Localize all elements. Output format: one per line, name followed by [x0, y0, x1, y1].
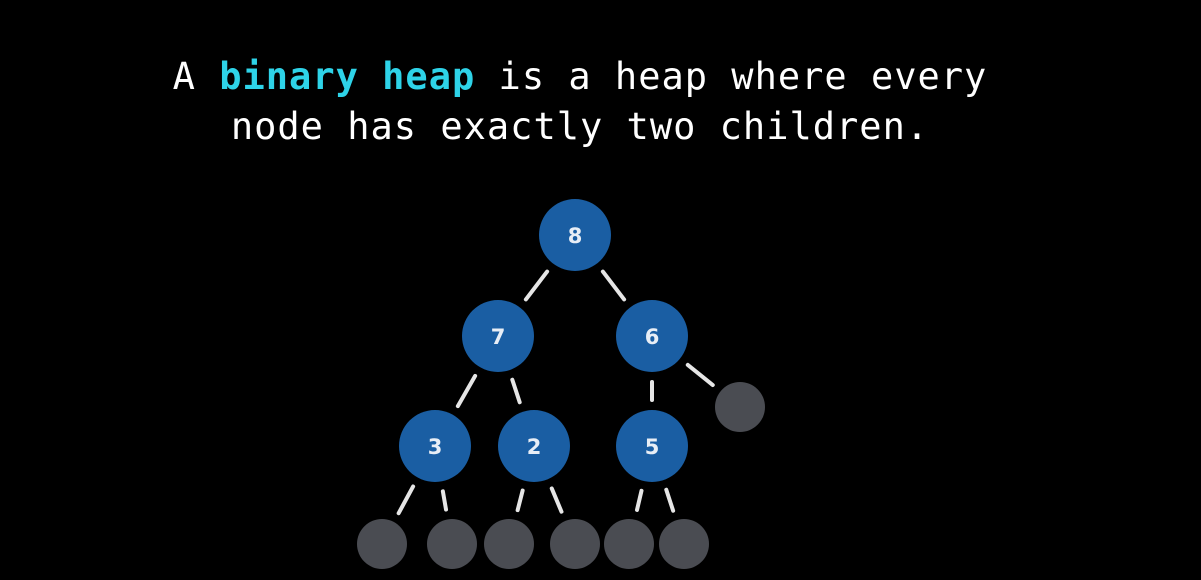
edge-n8-n7 [523, 269, 550, 302]
node-label: 2 [527, 435, 542, 459]
tree-edges [396, 269, 715, 516]
node-label: 7 [491, 325, 506, 349]
edge-n8-n6 [600, 269, 627, 302]
headline: A binary heap is a heap where every node… [0, 52, 1160, 152]
heap-node-3: 3 [399, 410, 471, 482]
headline-keyword: binary heap [219, 55, 476, 98]
node-circle [357, 519, 407, 569]
node-label: 3 [428, 435, 443, 459]
heap-node-2: 2 [498, 410, 570, 482]
node-circle [604, 519, 654, 569]
node-circle [550, 519, 600, 569]
heap-node-8: 8 [539, 199, 611, 271]
tree-nodes: 8 7 6 3 2 5 [357, 199, 765, 569]
edge-n6-e6r [685, 362, 715, 388]
headline-line-1: A binary heap is a heap where every [0, 52, 1160, 102]
edge-n3-e3l [396, 484, 416, 516]
node-label: 5 [645, 435, 660, 459]
edge-n2-e2r [549, 486, 564, 514]
node-circle [616, 410, 688, 482]
empty-node [427, 519, 477, 569]
heap-node-7: 7 [462, 300, 534, 372]
node-circle [498, 410, 570, 482]
node-circle [399, 410, 471, 482]
node-label: 8 [568, 224, 583, 248]
heap-node-6: 6 [616, 300, 688, 372]
headline-suffix: is a heap where every [475, 55, 988, 98]
edge-n7-n2 [510, 377, 522, 405]
empty-node [550, 519, 600, 569]
node-label: 6 [645, 325, 660, 349]
edge-n5-e5l [634, 488, 644, 512]
node-circle [616, 300, 688, 372]
empty-node [659, 519, 709, 569]
empty-node [715, 382, 765, 432]
heap-node-5: 5 [616, 410, 688, 482]
empty-node [604, 519, 654, 569]
headline-line-2: node has exactly two children. [230, 105, 930, 148]
node-circle [484, 519, 534, 569]
node-circle [715, 382, 765, 432]
node-circle [427, 519, 477, 569]
edge-n3-e3r [440, 489, 449, 512]
node-circle [462, 300, 534, 372]
edge-n7-n3 [455, 373, 478, 409]
empty-node [484, 519, 534, 569]
empty-node [357, 519, 407, 569]
edge-n2-e2l [515, 488, 525, 513]
node-circle [659, 519, 709, 569]
node-circle [539, 199, 611, 271]
headline-prefix: A [172, 55, 220, 98]
edge-n5-e5r [664, 487, 676, 513]
